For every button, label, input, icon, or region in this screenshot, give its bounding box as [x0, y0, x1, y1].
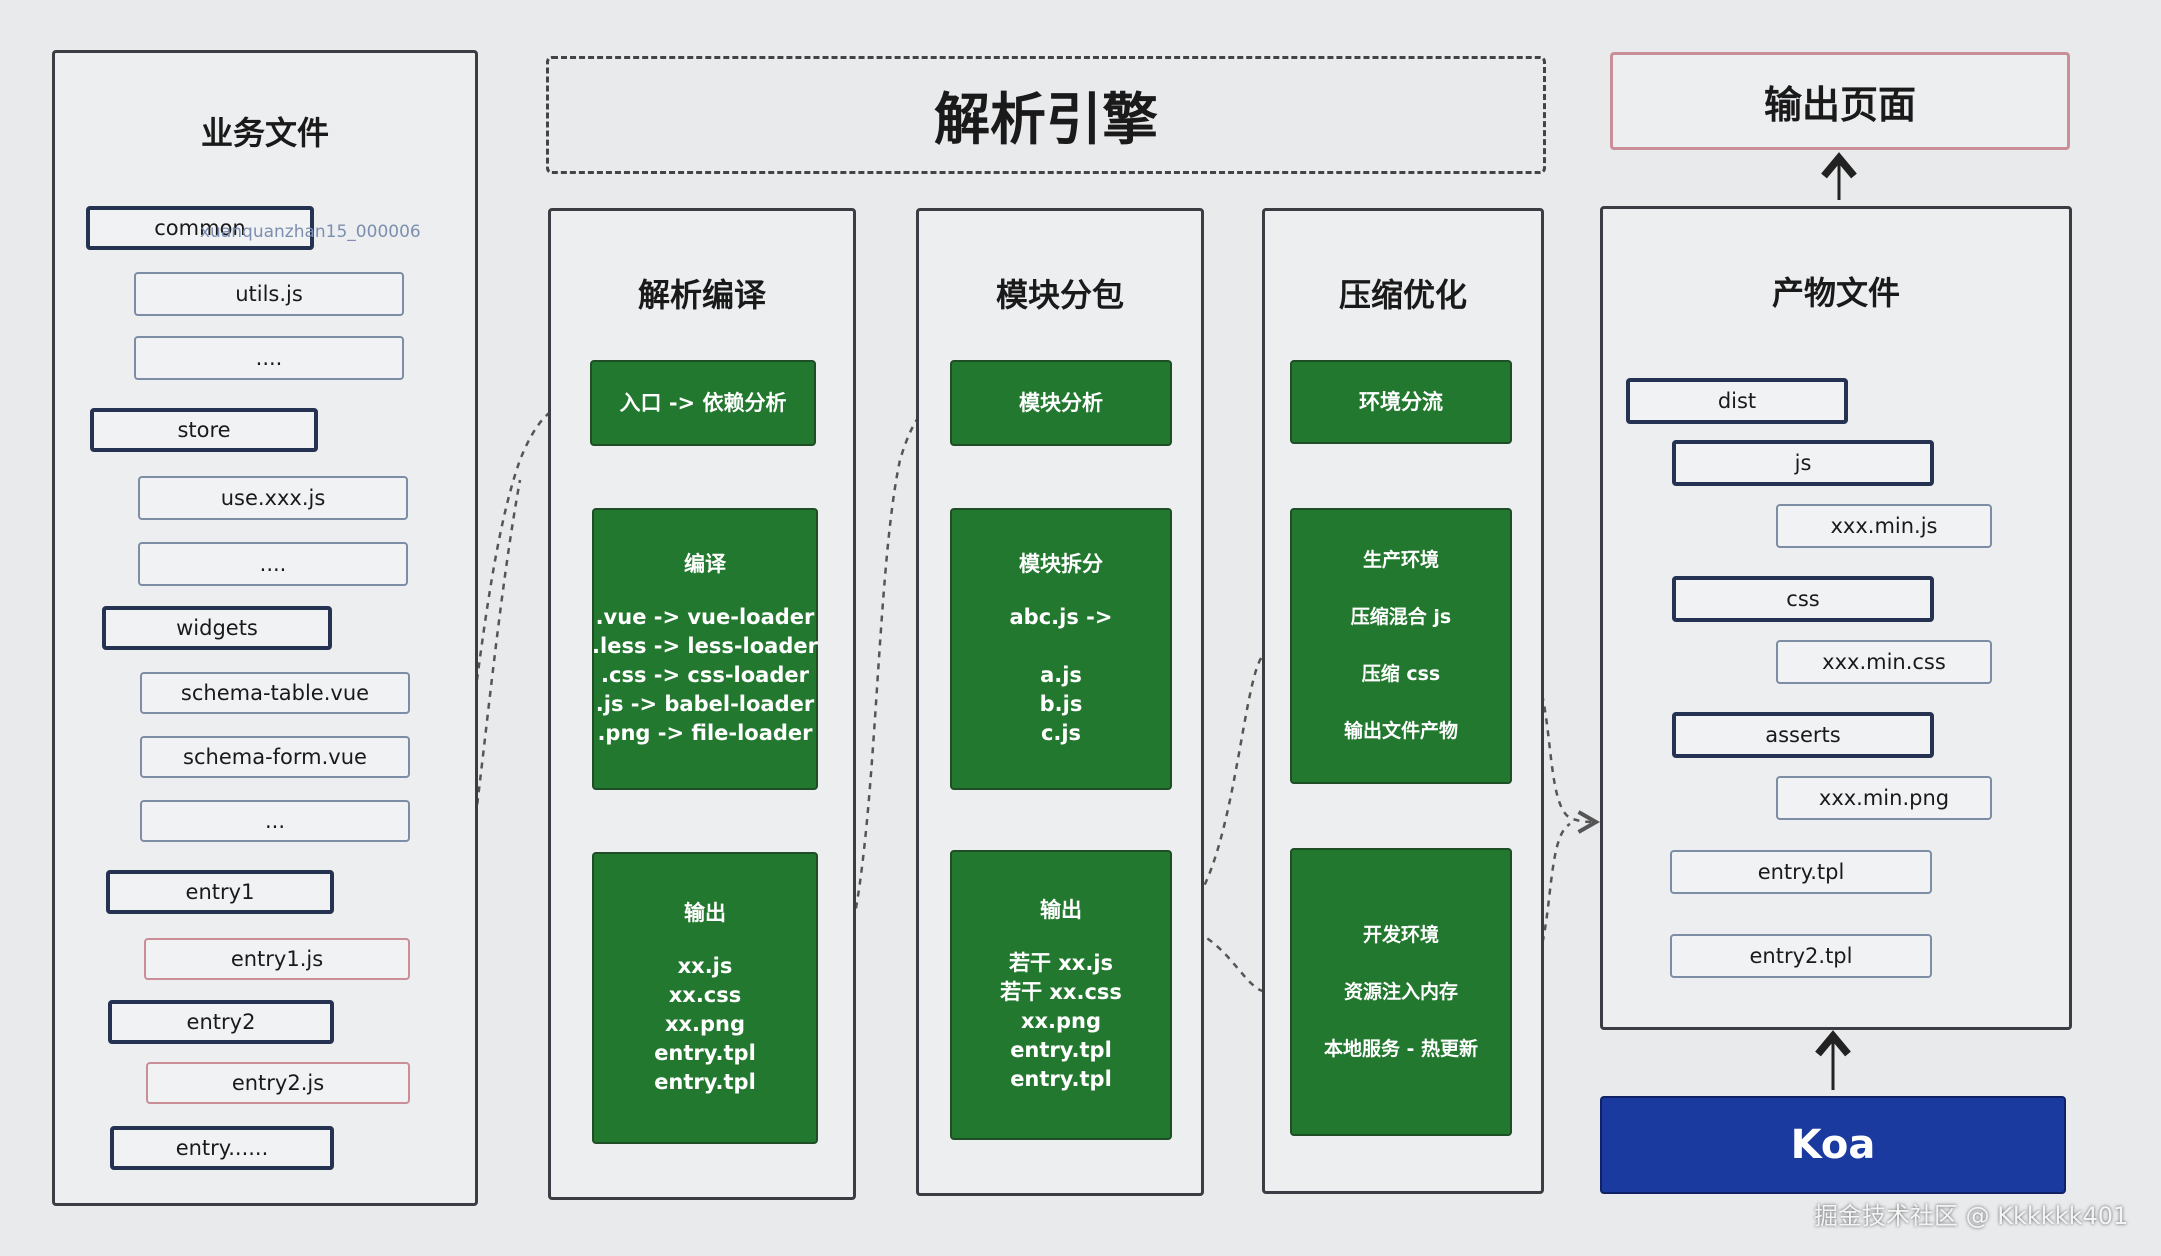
- compress-dev-env[interactable]: 开发环境 资源注入内存 本地服务 - 热更新: [1290, 848, 1512, 1136]
- artifact-png-file[interactable]: xxx.min.png: [1776, 776, 1992, 820]
- group-entry-more[interactable]: entry......: [110, 1126, 334, 1170]
- artifact-entry-tpl[interactable]: entry.tpl: [1670, 850, 1932, 894]
- artifact-files-title: 产物文件: [1771, 274, 1900, 312]
- group-entry2[interactable]: entry2: [108, 1000, 334, 1044]
- artifact-asserts-folder[interactable]: asserts: [1672, 712, 1934, 758]
- compress-step-env-split[interactable]: 环境分流: [1290, 360, 1512, 444]
- business-files-title: 业务文件: [200, 114, 329, 152]
- file-common-more[interactable]: ....: [134, 336, 404, 380]
- artifact-css-folder[interactable]: css: [1672, 576, 1934, 622]
- artifact-js-file[interactable]: xxx.min.js: [1776, 504, 1992, 548]
- compress-optimize-title: 压缩优化: [1338, 276, 1467, 314]
- compress-prod-env[interactable]: 生产环境 压缩混合 js 压缩 css 输出文件产物: [1290, 508, 1512, 784]
- artifact-dist-folder[interactable]: dist: [1626, 378, 1848, 424]
- file-schema-form-vue[interactable]: schema-form.vue: [140, 736, 410, 778]
- file-widgets-more[interactable]: ...: [140, 800, 410, 842]
- group-widgets[interactable]: widgets: [102, 606, 332, 650]
- engine-title: 解析引擎: [546, 56, 1546, 174]
- parse-step-compile[interactable]: 编译 .vue -> vue-loader .less -> less-load…: [592, 508, 818, 790]
- parse-step-output[interactable]: 输出 xx.js xx.css xx.png entry.tpl entry.t…: [592, 852, 818, 1144]
- file-utils-js[interactable]: utils.js: [134, 272, 404, 316]
- file-entry1-js[interactable]: entry1.js: [144, 938, 410, 980]
- artifact-css-file[interactable]: xxx.min.css: [1776, 640, 1992, 684]
- koa-server-box[interactable]: Koa: [1600, 1096, 2066, 1194]
- watermark-text: xuanquanzhan15_000006: [200, 222, 421, 242]
- parse-step-entry-analysis[interactable]: 入口 -> 依赖分析: [590, 360, 816, 446]
- group-entry1[interactable]: entry1: [106, 870, 334, 914]
- group-store[interactable]: store: [90, 408, 318, 452]
- module-step-analysis[interactable]: 模块分析: [950, 360, 1172, 446]
- module-step-split[interactable]: 模块拆分 abc.js -> a.js b.js c.js: [950, 508, 1172, 790]
- footer-watermark: 掘金技术社区 @ Kkkkkk401: [1814, 1202, 2129, 1230]
- artifact-entry2-tpl[interactable]: entry2.tpl: [1670, 934, 1932, 978]
- module-split-title: 模块分包: [995, 276, 1124, 314]
- parse-compile-title: 解析编译: [637, 276, 766, 314]
- output-page-box[interactable]: 输出页面: [1610, 52, 2070, 150]
- file-entry2-js[interactable]: entry2.js: [146, 1062, 410, 1104]
- module-step-output[interactable]: 输出 若干 xx.js 若干 xx.css xx.png entry.tpl e…: [950, 850, 1172, 1140]
- file-use-xxx-js[interactable]: use.xxx.js: [138, 476, 408, 520]
- group-common[interactable]: common: [86, 206, 314, 250]
- file-store-more[interactable]: ....: [138, 542, 408, 586]
- file-schema-table-vue[interactable]: schema-table.vue: [140, 672, 410, 714]
- artifact-js-folder[interactable]: js: [1672, 440, 1934, 486]
